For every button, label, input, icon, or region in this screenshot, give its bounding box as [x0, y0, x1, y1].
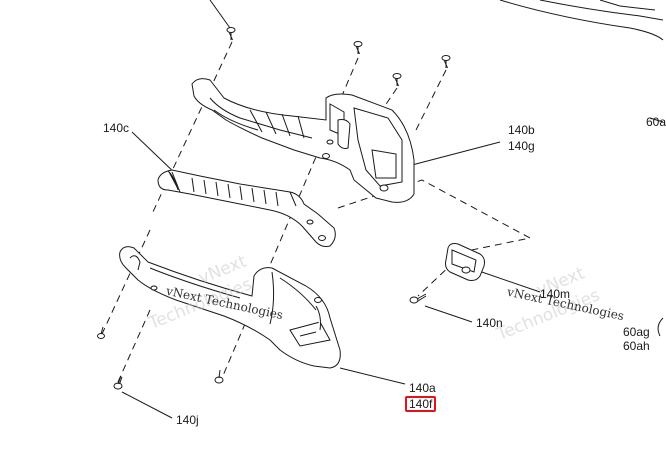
- screw-upper-2: [392, 73, 402, 87]
- screw-upper-1: [353, 41, 363, 55]
- leader-140j: [121, 391, 173, 419]
- callout-140f-highlighted[interactable]: 140f: [405, 396, 437, 412]
- screw-lower-mid: [214, 369, 224, 384]
- callout-140a: 140a: [409, 381, 436, 395]
- dash-line-3: [415, 69, 447, 131]
- dash-line-6: [117, 309, 151, 383]
- screw-140n: [409, 293, 427, 304]
- dash-line-8: [417, 261, 455, 297]
- callout-140b: 140b: [508, 123, 535, 137]
- body-panel-edge-2: [539, 0, 664, 21]
- grab-handle: [157, 169, 336, 247]
- leader-140a: [339, 367, 406, 385]
- leader-140m: [475, 269, 541, 293]
- lower-panel: [119, 246, 341, 369]
- callout-140m: 140m: [540, 287, 571, 301]
- body-panel-edge: [499, 0, 664, 41]
- leader-140b: [411, 141, 501, 166]
- callout-140j: 140j: [176, 413, 199, 427]
- callout-140c: 140c: [103, 121, 130, 135]
- callout-140g: 140g: [508, 139, 535, 153]
- dash-line-7: [337, 179, 532, 253]
- upper-bracket: [191, 78, 415, 203]
- screw-upper-3: [441, 55, 451, 69]
- callout-140n: 140n: [476, 316, 503, 330]
- edge-part-60ag: [657, 317, 664, 337]
- leader-140n: [424, 305, 473, 323]
- body-panel-edge-3: [599, 0, 656, 11]
- leader-top: [209, 0, 231, 29]
- callout-60ah: 60ah: [623, 339, 650, 353]
- callout-60a: 60a: [646, 115, 666, 129]
- leader-60a: [649, 117, 664, 123]
- leader-140c: [131, 131, 179, 177]
- small-bracket: [445, 243, 485, 281]
- screw-top: [226, 27, 236, 41]
- screw-140j: [113, 375, 123, 390]
- callout-60ag: 60ag: [623, 325, 650, 339]
- screw-lower-left: [97, 326, 105, 339]
